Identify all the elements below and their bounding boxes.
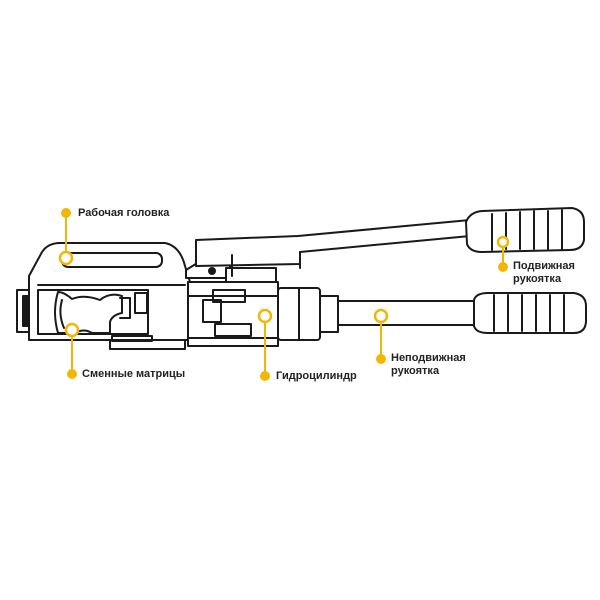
cylinder-ring xyxy=(319,295,339,333)
callout-dot-dies xyxy=(67,369,77,379)
label-working-head: Рабочая головка xyxy=(78,207,170,219)
movable-handle-grip xyxy=(465,207,585,253)
fixed-handle-grip xyxy=(473,292,587,334)
label-movable-handle-line2: рукоятка xyxy=(513,273,562,285)
die-pin xyxy=(134,292,148,314)
callout-ring-cylinder xyxy=(257,308,273,324)
fixed-handle-tube xyxy=(337,300,477,326)
movable-handle-arm xyxy=(195,219,471,267)
label-movable-handle: Подвижная рукоятка xyxy=(513,260,575,286)
callout-ring-movable-handle xyxy=(496,235,510,249)
label-movable-handle-line1: Подвижная xyxy=(513,260,575,272)
label-fixed-handle: Неподвижная рукоятка xyxy=(391,352,466,378)
callout-ring-fixed-handle xyxy=(373,308,389,324)
callout-dot-cylinder xyxy=(260,371,270,381)
callout-dot-fixed-handle xyxy=(376,354,386,364)
head-top-window xyxy=(61,252,163,268)
label-dies: Сменные матрицы xyxy=(82,368,186,380)
callout-ring-working-head xyxy=(58,250,74,266)
callout-dot-working-head xyxy=(61,208,71,218)
label-fixed-handle-line2: рукоятка xyxy=(391,365,440,377)
label-hydraulic-cylinder: Гидроцилиндр xyxy=(276,370,357,382)
callout-dot-movable-handle xyxy=(498,262,508,272)
callout-ring-dies xyxy=(64,322,80,338)
pump-window-bottom xyxy=(214,323,252,337)
label-fixed-handle-line1: Неподвижная xyxy=(391,352,466,364)
